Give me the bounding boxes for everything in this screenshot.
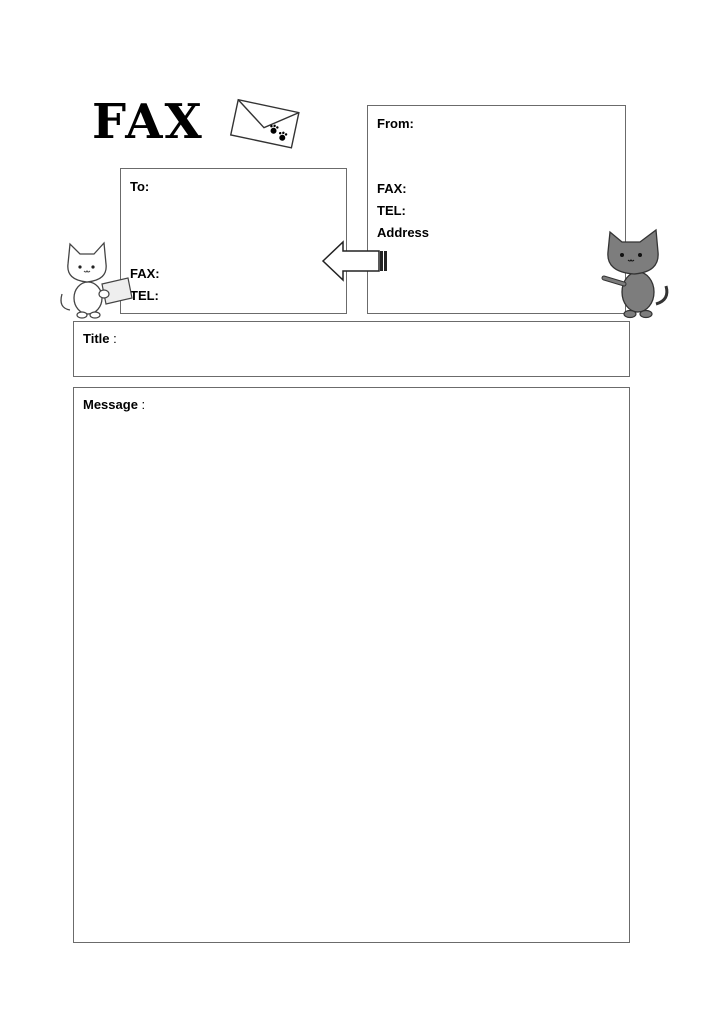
message-label: Message bbox=[83, 397, 138, 412]
from-address-label: Address bbox=[377, 225, 430, 240]
fax-heading-text: FAX bbox=[92, 96, 204, 144]
title-box[interactable] bbox=[73, 321, 630, 377]
from-box[interactable] bbox=[367, 105, 626, 314]
message-label-row: Message : bbox=[83, 397, 145, 412]
to-box[interactable] bbox=[120, 168, 347, 314]
gray-cat-icon bbox=[600, 228, 672, 322]
envelope-paw-icon bbox=[228, 96, 304, 150]
from-label: From: bbox=[377, 116, 414, 131]
white-cat-icon bbox=[56, 238, 134, 320]
from-tel-label: TEL: bbox=[377, 203, 406, 218]
message-colon: : bbox=[141, 397, 146, 412]
title-label-row: Title : bbox=[83, 331, 117, 346]
fax-heading: FAX bbox=[92, 94, 214, 150]
to-tel-label: TEL: bbox=[130, 288, 159, 303]
message-box[interactable] bbox=[73, 387, 630, 943]
fax-heading-graphic: FAX bbox=[92, 94, 204, 150]
from-fax-label: FAX: bbox=[377, 181, 407, 196]
title-label: Title bbox=[83, 331, 110, 346]
title-colon: : bbox=[113, 331, 117, 346]
to-label: To: bbox=[130, 179, 150, 194]
to-fax-label: FAX: bbox=[130, 266, 160, 281]
arrow-left-icon bbox=[321, 240, 389, 282]
